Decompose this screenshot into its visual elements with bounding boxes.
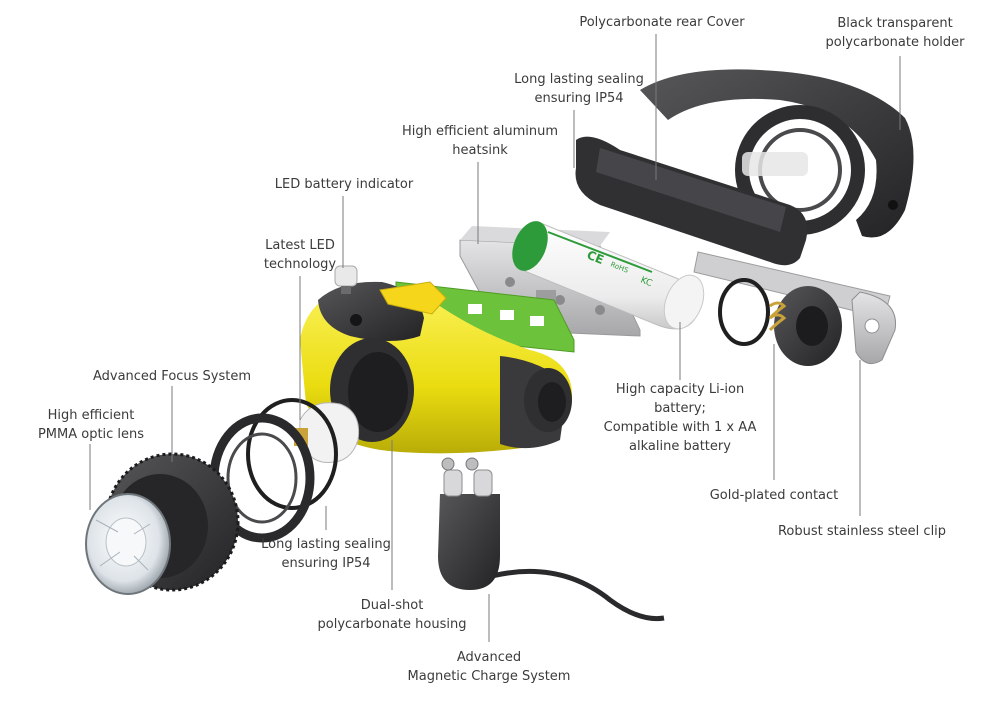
label-rear-sealing: Long lasting sealing ensuring IP54 bbox=[496, 70, 662, 108]
leader-lines bbox=[89, 34, 901, 642]
magnetic-charger-part bbox=[438, 457, 665, 622]
label-housing: Dual-shot polycarbonate housing bbox=[312, 596, 472, 634]
label-optic-lens-line: High efficient bbox=[47, 408, 135, 423]
label-optic-lens-line: PMMA optic lens bbox=[37, 427, 145, 442]
label-heatsink: High efficient aluminum heatsink bbox=[382, 122, 578, 160]
front-o-ring bbox=[246, 398, 338, 510]
optic-lens-part bbox=[85, 493, 171, 595]
label-holder: Black transparent polycarbonate holder bbox=[805, 14, 985, 52]
label-battery-line: Compatible with 1 x AA bbox=[603, 420, 757, 435]
label-led-tech: Latest LED technology bbox=[246, 236, 354, 274]
label-heatsink-line: High efficient aluminum bbox=[401, 124, 559, 139]
label-housing-line: Dual-shot bbox=[360, 598, 424, 613]
label-battery-line: High capacity Li-ion bbox=[615, 382, 745, 397]
label-charge-system-line: Magnetic Charge System bbox=[407, 669, 571, 684]
dual-shot-housing-part bbox=[300, 281, 573, 454]
battery-kc-mark: KC bbox=[639, 276, 654, 290]
label-led-tech-line: Latest LED bbox=[265, 238, 335, 253]
label-front-sealing-line: ensuring IP54 bbox=[281, 556, 371, 571]
rear-o-ring bbox=[718, 278, 770, 346]
label-battery: High capacity Li-ion battery; Compatible… bbox=[586, 380, 774, 456]
label-front-sealing: Long lasting sealing ensuring IP54 bbox=[245, 535, 407, 573]
label-battery-indicator-line: LED battery indicator bbox=[274, 177, 414, 192]
polycarbonate-holder-part bbox=[640, 69, 914, 238]
label-housing-line: polycarbonate housing bbox=[317, 617, 467, 632]
label-clip-line: Robust stainless steel clip bbox=[777, 524, 947, 539]
label-focus-system-line: Advanced Focus System bbox=[92, 369, 252, 384]
label-gold-contact: Gold-plated contact bbox=[696, 486, 852, 505]
label-rear-cover: Polycarbonate rear Cover bbox=[545, 13, 779, 32]
label-heatsink-line: heatsink bbox=[452, 143, 508, 158]
label-battery-indicator: LED battery indicator bbox=[256, 175, 432, 194]
label-rear-cover-line: Polycarbonate rear Cover bbox=[579, 15, 745, 30]
label-battery-line: battery; bbox=[654, 401, 706, 416]
rear-cover-part bbox=[575, 136, 808, 266]
battery-indicator-part bbox=[334, 265, 358, 294]
label-front-sealing-line: Long lasting sealing bbox=[261, 537, 391, 552]
label-holder-line: polycarbonate holder bbox=[825, 35, 965, 50]
label-led-tech-line: technology bbox=[263, 257, 337, 272]
label-optic-lens: High efficient PMMA optic lens bbox=[18, 406, 164, 444]
label-charge-system: Advanced Magnetic Charge System bbox=[404, 648, 574, 686]
label-charge-system-line: Advanced bbox=[456, 650, 522, 665]
gold-contact-part bbox=[768, 286, 842, 366]
label-holder-line: Black transparent bbox=[837, 16, 953, 31]
label-rear-sealing-line: ensuring IP54 bbox=[534, 91, 624, 106]
label-battery-line: alkaline battery bbox=[629, 439, 731, 454]
battery-ce-mark: CE bbox=[585, 248, 606, 267]
steel-clip-part bbox=[693, 251, 897, 365]
li-ion-battery-part: CE RoHS KC bbox=[512, 221, 705, 330]
label-clip: Robust stainless steel clip bbox=[764, 522, 960, 541]
label-rear-sealing-line: Long lasting sealing bbox=[514, 72, 644, 87]
label-focus-system: Advanced Focus System bbox=[77, 367, 267, 386]
label-gold-contact-line: Gold-plated contact bbox=[709, 488, 839, 503]
